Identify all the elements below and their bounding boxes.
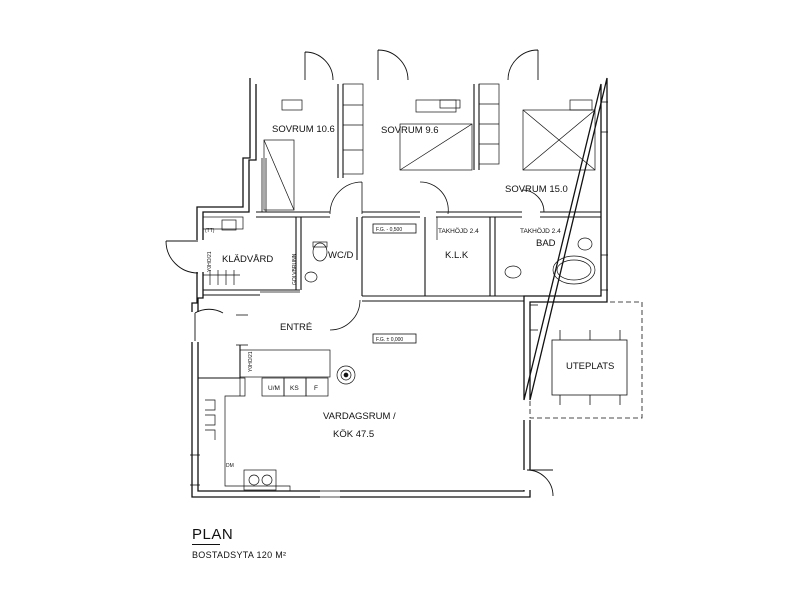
door-gaps xyxy=(190,76,538,490)
appliance-dm: DM xyxy=(226,463,234,469)
appliance-um: U/M xyxy=(268,385,280,392)
label-kladvard: KLÄDVÅRD xyxy=(222,254,273,265)
level-upper: F.G. - 0,500 xyxy=(376,227,402,233)
label-tt: (TT) xyxy=(205,228,215,234)
label-sovrum-3: SOVRUM 15.0 xyxy=(505,184,568,195)
golvbrunn-label: GOLVBRUNN xyxy=(292,253,298,285)
label-entre: ENTRÉ xyxy=(280,322,312,333)
appliance-ks: KS xyxy=(290,385,299,392)
annotations: F.G. - 0,500 F.G. ± 0,000 TAKHÖJD 2.4 TA… xyxy=(205,227,561,469)
plan-title: PLAN xyxy=(192,526,234,543)
terrace xyxy=(529,301,643,419)
label-klk: K.L.K xyxy=(445,250,469,261)
exterior-walls xyxy=(191,77,608,498)
label-vardagsrum: VARDAGSRUM / xyxy=(323,411,396,422)
title-underline xyxy=(192,544,220,545)
ymd-lower: Y0HO/21 xyxy=(248,351,254,372)
plan-area: BOSTADSYTA 120 M² xyxy=(192,550,287,560)
level-lower: F.G. ± 0,000 xyxy=(376,337,403,343)
appliance-f: F xyxy=(314,385,318,392)
label-sovrum-2: SOVRUM 9.6 xyxy=(381,125,439,136)
room-labels: SOVRUM 10.6 SOVRUM 9.6 SOVRUM 15.0 KLÄDV… xyxy=(222,124,614,440)
label-bad: BAD xyxy=(536,238,556,249)
takhojd-bad: TAKHÖJD 2.4 xyxy=(520,227,561,235)
label-sovrum-1: SOVRUM 10.6 xyxy=(272,124,335,135)
takhojd-klk: TAKHÖJD 2.4 xyxy=(438,227,479,235)
interior-doors xyxy=(260,181,545,331)
ymd-upper: Y0HO/21 xyxy=(207,251,213,272)
label-uteplats: UTEPLATS xyxy=(566,361,614,372)
label-kok: KÖK 47.5 xyxy=(333,429,374,440)
level-boxes xyxy=(372,223,417,344)
top-doors xyxy=(165,49,554,497)
windows xyxy=(190,101,608,498)
furniture xyxy=(202,83,596,491)
label-wc: WC/D xyxy=(328,250,353,261)
